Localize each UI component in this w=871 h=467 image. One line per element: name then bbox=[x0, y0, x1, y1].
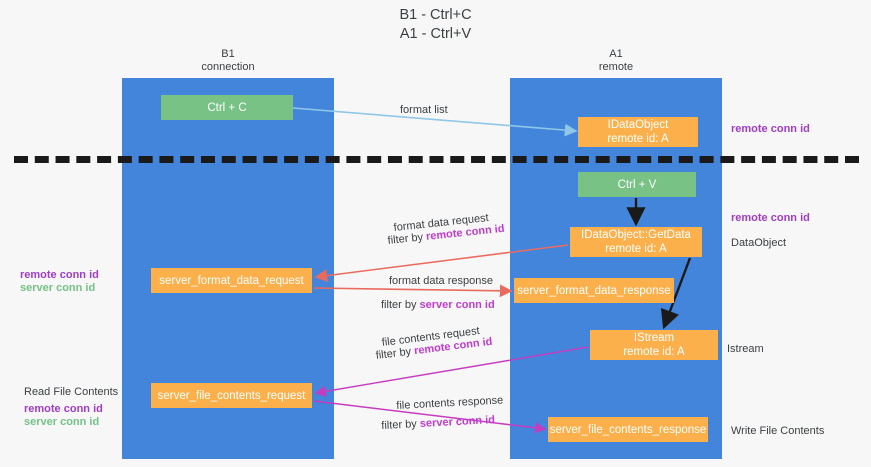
annotation-left-remote-conn-id-2: remote conn id bbox=[24, 403, 103, 415]
column-header-a1: A1 remote bbox=[598, 48, 634, 73]
node-istream[interactable]: IStream remote id: A bbox=[590, 330, 718, 360]
edge-label-filter-by-server-conn-id-2: filter by server conn id bbox=[381, 413, 495, 433]
node-ctrl-v[interactable]: Ctrl + V bbox=[578, 172, 696, 197]
annotation-dataobject: DataObject bbox=[731, 237, 787, 249]
server-conn-id-text: server conn id bbox=[419, 299, 495, 311]
annotation-write-file-contents: Write File Contents bbox=[731, 425, 825, 437]
annotation-left-remote-conn-id: remote conn id bbox=[20, 269, 99, 281]
annotation-remote-conn-id-mid: remote conn id bbox=[731, 212, 810, 224]
edge-label-file-contents-response: file contents response bbox=[396, 394, 504, 412]
column-header-b1: B1 connection bbox=[201, 48, 255, 73]
node-idataobject[interactable]: IDataObject remote id: A bbox=[578, 117, 698, 147]
divider-dashed bbox=[14, 156, 859, 163]
edge-label-filter-by-server-conn-id-1: filter by server conn id bbox=[381, 298, 495, 312]
annotation-istream: Istream bbox=[727, 343, 764, 355]
edge-label-format-data-response: format data response bbox=[389, 275, 493, 287]
edge-label-format-list: format list bbox=[400, 104, 448, 116]
annotation-remote-conn-id-top: remote conn id bbox=[731, 123, 810, 135]
annotation-left-server-conn-id: server conn id bbox=[20, 282, 96, 294]
annotation-read-file-contents: Read File Contents bbox=[24, 386, 119, 398]
filter-by-text: filter by bbox=[375, 345, 415, 362]
node-server-format-data-request[interactable]: server_format_data_request bbox=[151, 268, 312, 293]
node-server-file-contents-request[interactable]: server_file_contents_request bbox=[151, 383, 312, 408]
node-ctrl-c[interactable]: Ctrl + C bbox=[161, 95, 293, 120]
node-server-format-data-response[interactable]: server_format_data_response bbox=[514, 278, 674, 303]
node-idataobject-getdata[interactable]: IDataObject::GetData remote id: A bbox=[570, 227, 702, 257]
filter-by-text: filter by bbox=[381, 299, 420, 311]
server-conn-id-text: server conn id bbox=[419, 414, 496, 430]
page-title: B1 - Ctrl+C A1 - Ctrl+V bbox=[399, 7, 472, 42]
filter-by-text: filter by bbox=[381, 417, 421, 432]
filter-by-text: filter by bbox=[387, 230, 427, 247]
node-server-file-contents-response[interactable]: server_file_contents_response bbox=[548, 417, 708, 442]
annotation-left-server-conn-id-2: server conn id bbox=[24, 416, 100, 428]
